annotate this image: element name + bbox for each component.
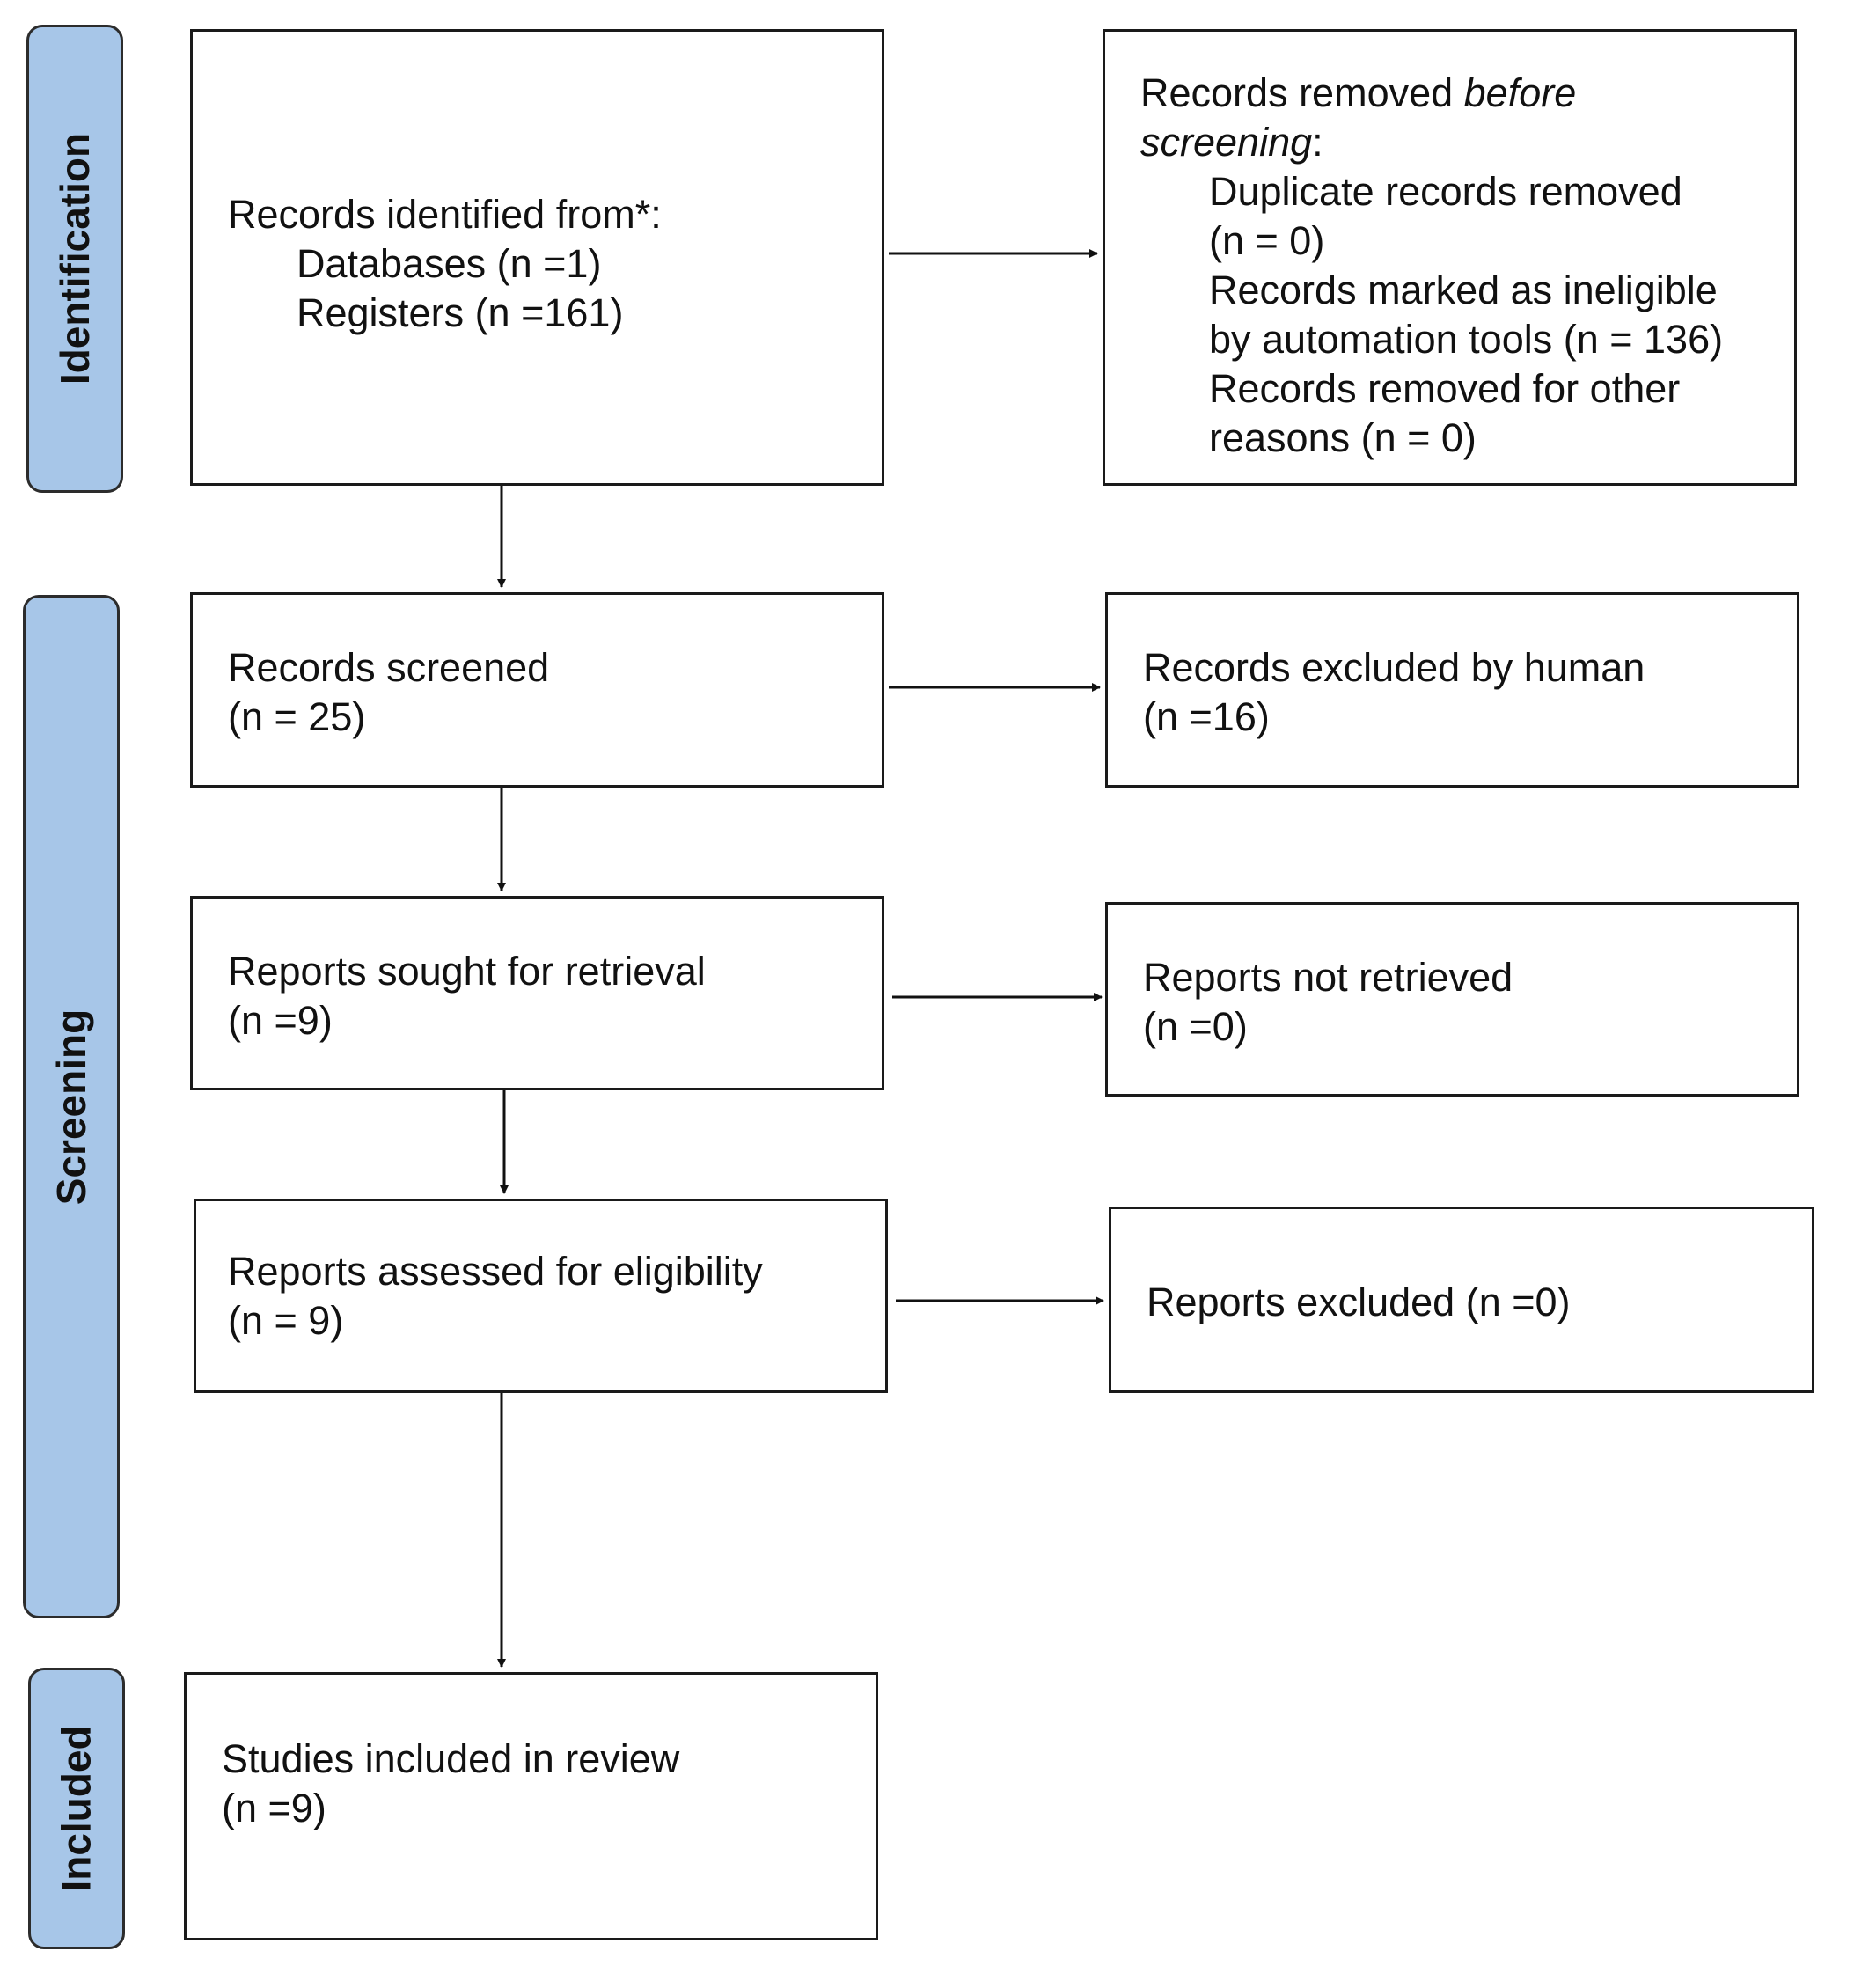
other-removed-label: Records removed for other bbox=[1209, 366, 1681, 411]
phase-included: Included bbox=[28, 1668, 125, 1949]
registers-count: Registers (n =161) bbox=[297, 290, 624, 335]
reports-assessed-count: (n = 9) bbox=[228, 1298, 344, 1343]
records-removed-heading-suffix: : bbox=[1312, 120, 1323, 165]
records-removed-heading-italic-2: screening bbox=[1140, 120, 1313, 165]
duplicate-records-count: (n = 0) bbox=[1209, 218, 1325, 263]
records-excluded-human-count: (n =16) bbox=[1143, 694, 1270, 739]
reports-excluded-box: Reports excluded (n =0) bbox=[1109, 1207, 1814, 1393]
phase-screening: Screening bbox=[23, 595, 120, 1618]
records-screened-box: Records screened (n = 25) bbox=[190, 592, 884, 788]
records-removed-heading-line2: screening: bbox=[1140, 118, 1794, 167]
reports-sought-box: Reports sought for retrieval (n =9) bbox=[190, 896, 884, 1090]
studies-included-count: (n =9) bbox=[222, 1786, 326, 1830]
records-identified-box: Records identified from*: Databases (n =… bbox=[190, 29, 884, 486]
reports-sought-count: (n =9) bbox=[228, 998, 333, 1043]
records-removed-box: Records removed before screening: Duplic… bbox=[1103, 29, 1797, 486]
records-identified-heading: Records identified from*: bbox=[228, 192, 662, 237]
databases-count: Databases (n =1) bbox=[297, 241, 602, 286]
records-removed-heading: Records removed before bbox=[1140, 69, 1794, 118]
records-screened-count: (n = 25) bbox=[228, 694, 366, 739]
other-removed-count: reasons (n = 0) bbox=[1209, 415, 1477, 460]
reports-excluded-label: Reports excluded (n =0) bbox=[1147, 1280, 1571, 1324]
records-removed-heading-italic: before bbox=[1463, 70, 1577, 115]
reports-sought-label: Reports sought for retrieval bbox=[228, 949, 706, 994]
studies-included-label: Studies included in review bbox=[222, 1736, 680, 1781]
ineligible-records-count: by automation tools (n = 136) bbox=[1209, 317, 1724, 362]
records-excluded-human-box: Records excluded by human (n =16) bbox=[1105, 592, 1799, 788]
records-removed-heading-prefix: Records removed bbox=[1140, 70, 1464, 115]
ineligible-records-label: Records marked as ineligible bbox=[1209, 268, 1718, 312]
duplicate-records-label: Duplicate records removed bbox=[1209, 169, 1682, 214]
records-excluded-human-label: Records excluded by human bbox=[1143, 645, 1645, 690]
studies-included-box: Studies included in review (n =9) bbox=[184, 1672, 878, 1940]
reports-not-retrieved-label: Reports not retrieved bbox=[1143, 955, 1513, 1000]
reports-assessed-label: Reports assessed for eligibility bbox=[228, 1249, 763, 1294]
reports-not-retrieved-box: Reports not retrieved (n =0) bbox=[1105, 902, 1799, 1097]
reports-assessed-box: Reports assessed for eligibility (n = 9) bbox=[194, 1199, 888, 1393]
phase-identification: Identification bbox=[26, 25, 123, 493]
reports-not-retrieved-count: (n =0) bbox=[1143, 1004, 1248, 1049]
records-screened-label: Records screened bbox=[228, 645, 550, 690]
